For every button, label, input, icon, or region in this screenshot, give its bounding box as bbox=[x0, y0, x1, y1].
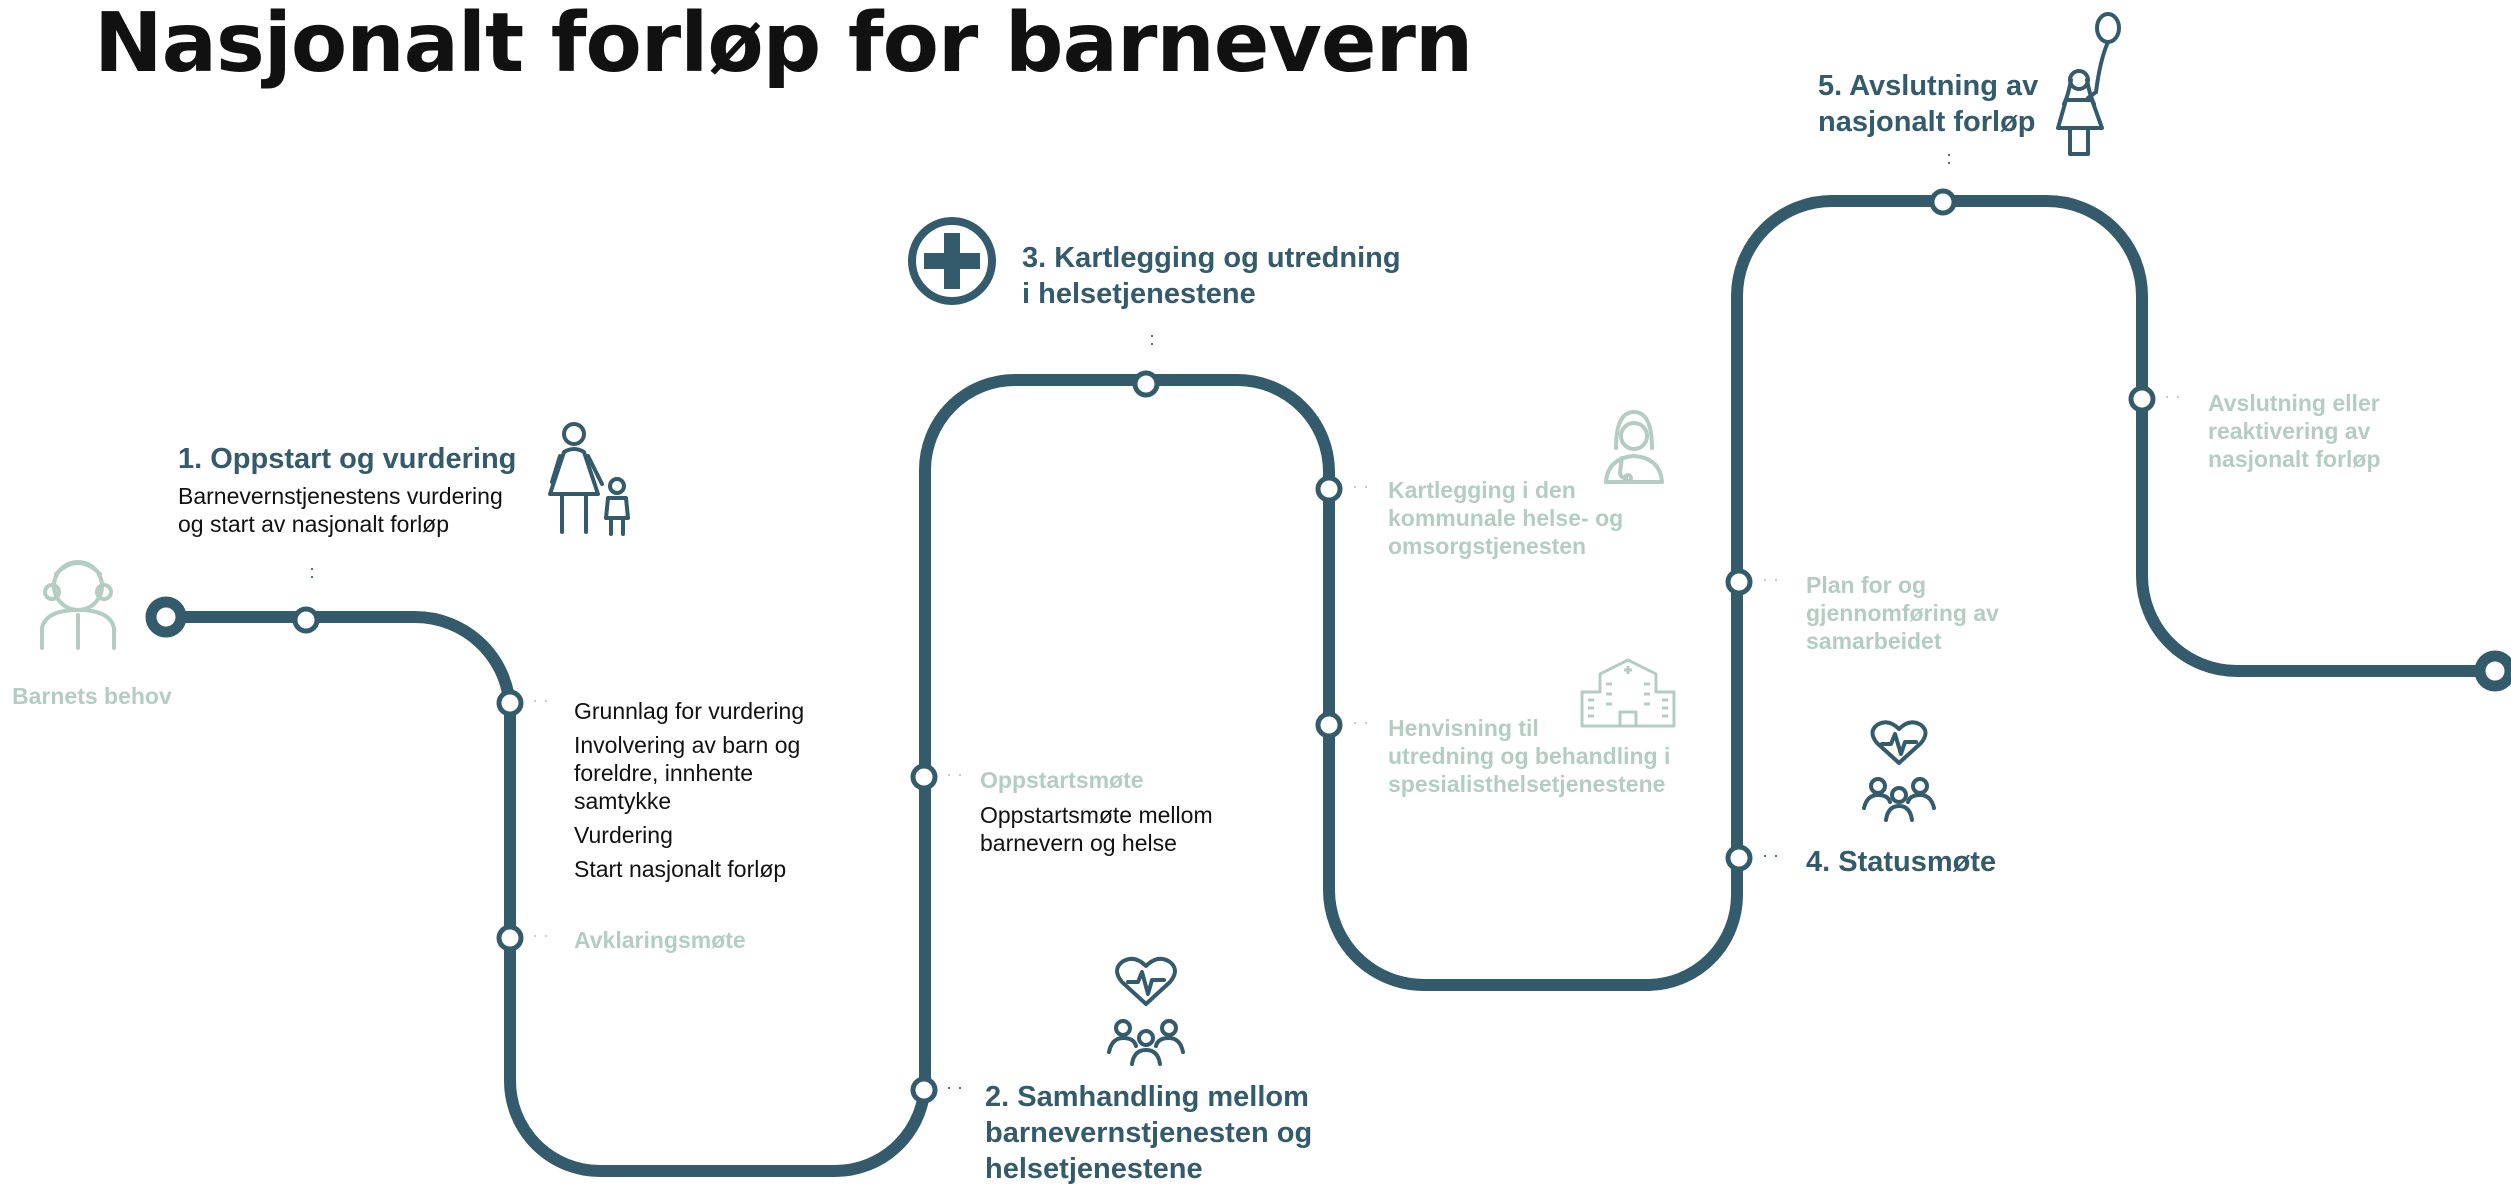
connector-dots: ·· bbox=[1352, 712, 1374, 732]
stop-node-plan bbox=[1725, 568, 1753, 596]
stop-node-henvisning bbox=[1315, 711, 1343, 739]
connector-dots: ·· bbox=[303, 566, 323, 582]
hospital-icon bbox=[1580, 658, 1676, 728]
stop-node-statusmote bbox=[1725, 844, 1753, 872]
stage4-heading: 4. Statusmøte bbox=[1806, 846, 1997, 878]
doctor-icon bbox=[1604, 410, 1664, 484]
step-item: Vurdering bbox=[574, 822, 673, 848]
connector-dots: ·· bbox=[532, 925, 554, 945]
route-line bbox=[166, 195, 2495, 1177]
avslutning-label: Avslutning eller reaktivering av nasjona… bbox=[2208, 390, 2381, 472]
stop-node-stage1 bbox=[292, 606, 320, 634]
parent-child-icon bbox=[548, 422, 630, 536]
connector-dots: ·· bbox=[2164, 386, 2186, 406]
stage2-heading: 2. Samhandling mellom barnevernstjeneste… bbox=[985, 1081, 1313, 1185]
connector-dots: ·· bbox=[1762, 569, 1784, 589]
step-item: Grunnlag for vurdering bbox=[574, 698, 805, 724]
connector-dots: ·· bbox=[946, 764, 968, 784]
stop-node-kartlegging bbox=[1315, 475, 1343, 503]
henvisning-label: Henvisning til utredning og behandling i… bbox=[1388, 715, 1671, 797]
stop-node-stage5 bbox=[1929, 188, 1957, 216]
stage3-heading: 3. Kartlegging og utredning i helsetjene… bbox=[1022, 242, 1401, 310]
page-title: Nasjonalt forløp for barnevern bbox=[94, 0, 1473, 91]
kartlegging-label: Kartlegging i den kommunale helse- og om… bbox=[1388, 477, 1624, 559]
connector-dots: ·· bbox=[1940, 152, 1960, 168]
connector-dots: ·· bbox=[1762, 845, 1784, 865]
avklaringsmote-label: Avklaringsmøte bbox=[574, 927, 746, 953]
oppstartsmote-label: Oppstartsmøte bbox=[980, 767, 1144, 793]
stop-node-oppstartsmote bbox=[910, 763, 938, 791]
plan-label: Plan for og gjennomføring av samarbeidet bbox=[1806, 572, 1999, 654]
stage1-description: Barnevernstjenestens vurdering og start … bbox=[178, 483, 503, 537]
step-item: Start nasjonalt forløp bbox=[574, 856, 787, 882]
heart-group-icon bbox=[1107, 956, 1185, 1066]
stage5-heading: 5. Avslutning av nasjonalt forløp bbox=[1818, 70, 2039, 138]
connector-dots: ·· bbox=[532, 690, 554, 710]
heart-group-icon-stage4 bbox=[1862, 720, 1936, 822]
medical-cross-icon bbox=[908, 217, 996, 305]
stop-node-avklaringsmote bbox=[496, 924, 524, 952]
start-terminal bbox=[145, 596, 187, 638]
stop-node-avslutning bbox=[2128, 385, 2156, 413]
stage1-heading: 1. Oppstart og vurdering bbox=[178, 443, 517, 475]
connector-dots: ·· bbox=[1352, 476, 1374, 496]
stop-node-stage3 bbox=[1132, 370, 1160, 398]
oppstartsmote-description: Oppstartsmøte mellom barnevern og helse bbox=[980, 802, 1213, 856]
stop-node-grunnlag bbox=[496, 689, 524, 717]
step-item: Involvering av barn og foreldre, innhent… bbox=[574, 732, 801, 814]
connector-dots: ·· bbox=[946, 1077, 968, 1097]
connector-dots: ·· bbox=[1143, 333, 1163, 349]
stop-node-stage2 bbox=[910, 1076, 938, 1104]
child-face-icon bbox=[40, 560, 116, 650]
child-balloon-icon bbox=[2056, 12, 2121, 156]
stage1-steps: Grunnlag for vurdering Involvering av ba… bbox=[574, 697, 804, 889]
end-terminal bbox=[2474, 650, 2511, 692]
start-label: Barnets behov bbox=[12, 683, 172, 709]
